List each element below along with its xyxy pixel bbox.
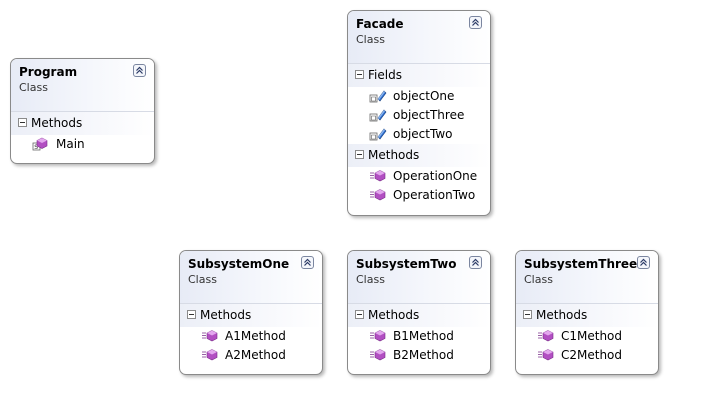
member-label: objectOne xyxy=(393,89,455,103)
member-label: objectTwo xyxy=(393,127,453,141)
member-operationone[interactable]: OperationOne xyxy=(348,167,490,186)
class-name: SubsystemThree xyxy=(524,257,638,271)
class-header: Program Class xyxy=(11,59,154,112)
member-label: B2Method xyxy=(393,348,454,362)
method-icon xyxy=(369,329,387,347)
class-program[interactable]: Program Class Methods S Main xyxy=(10,58,155,164)
member-a2method[interactable]: A2Method xyxy=(180,346,322,365)
method-icon xyxy=(537,329,555,347)
double-chevron-up-icon xyxy=(136,66,143,74)
collapse-class-button[interactable] xyxy=(301,256,314,269)
collapse-class-button[interactable] xyxy=(469,16,482,29)
section-label: Methods xyxy=(31,116,83,130)
method-icon xyxy=(201,348,219,366)
class-header: Facade Class xyxy=(348,11,490,64)
class-name: SubsystemTwo xyxy=(356,257,457,271)
section-label: Methods xyxy=(200,308,252,322)
member-objectthree[interactable]: objectThree xyxy=(348,106,490,125)
section-fields[interactable]: Fields xyxy=(348,64,490,87)
method-icon xyxy=(201,329,219,347)
collapse-class-button[interactable] xyxy=(469,256,482,269)
member-operationtwo[interactable]: OperationTwo xyxy=(348,186,490,205)
collapse-section-icon[interactable] xyxy=(355,70,364,79)
class-kind: Class xyxy=(188,273,217,286)
class-name: SubsystemOne xyxy=(188,257,290,271)
member-label: objectThree xyxy=(393,108,465,122)
section-methods[interactable]: Methods xyxy=(348,144,490,167)
class-kind: Class xyxy=(356,33,385,46)
collapse-class-button[interactable] xyxy=(133,64,146,77)
section-methods[interactable]: Methods xyxy=(348,304,490,327)
class-kind: Class xyxy=(356,273,385,286)
section-label: Methods xyxy=(536,308,588,322)
class-kind: Class xyxy=(524,273,553,286)
method-icon xyxy=(369,169,387,187)
section-methods[interactable]: Methods xyxy=(180,304,322,327)
member-label: C1Method xyxy=(561,329,623,343)
method-icon xyxy=(369,348,387,366)
class-name: Program xyxy=(19,65,78,79)
class-header: SubsystemThree Class xyxy=(516,251,658,304)
member-objectone[interactable]: objectOne xyxy=(348,87,490,106)
class-header: SubsystemTwo Class xyxy=(348,251,490,304)
member-label: A1Method xyxy=(225,329,286,343)
collapse-section-icon[interactable] xyxy=(18,118,27,127)
class-subsystemthree[interactable]: SubsystemThree Class Methods C1Method C2… xyxy=(515,250,659,375)
method-icon xyxy=(537,348,555,366)
section-label: Methods xyxy=(368,148,420,162)
collapse-section-icon[interactable] xyxy=(523,310,532,319)
class-name: Facade xyxy=(356,17,404,31)
collapse-section-icon[interactable] xyxy=(355,310,364,319)
collapse-section-icon[interactable] xyxy=(187,310,196,319)
collapse-section-icon[interactable] xyxy=(355,150,364,159)
double-chevron-up-icon xyxy=(472,18,479,26)
static-method-icon: S xyxy=(32,137,50,155)
member-label: A2Method xyxy=(225,348,286,362)
member-c2method[interactable]: C2Method xyxy=(516,346,658,365)
class-subsystemtwo[interactable]: SubsystemTwo Class Methods B1Method B2Me… xyxy=(347,250,491,375)
private-field-icon xyxy=(369,127,387,145)
section-methods[interactable]: Methods xyxy=(11,112,154,135)
class-header: SubsystemOne Class xyxy=(180,251,322,304)
double-chevron-up-icon xyxy=(304,258,311,266)
member-b2method[interactable]: B2Method xyxy=(348,346,490,365)
collapse-class-button[interactable] xyxy=(637,256,650,269)
section-label: Methods xyxy=(368,308,420,322)
section-label: Fields xyxy=(368,68,402,82)
double-chevron-up-icon xyxy=(640,258,647,266)
class-facade[interactable]: Facade Class Fields objectOne objectThre… xyxy=(347,10,491,216)
member-b1method[interactable]: B1Method xyxy=(348,327,490,346)
member-c1method[interactable]: C1Method xyxy=(516,327,658,346)
member-label: OperationTwo xyxy=(393,188,476,202)
member-label: C2Method xyxy=(561,348,623,362)
member-objecttwo[interactable]: objectTwo xyxy=(348,125,490,144)
private-field-icon xyxy=(369,108,387,126)
section-methods[interactable]: Methods xyxy=(516,304,658,327)
member-label: B1Method xyxy=(393,329,454,343)
class-kind: Class xyxy=(19,81,48,94)
member-a1method[interactable]: A1Method xyxy=(180,327,322,346)
method-icon xyxy=(369,188,387,206)
svg-text:S: S xyxy=(34,144,38,151)
private-field-icon xyxy=(369,89,387,107)
member-label: OperationOne xyxy=(393,169,478,183)
double-chevron-up-icon xyxy=(472,258,479,266)
member-label: Main xyxy=(56,137,85,151)
member-main[interactable]: S Main xyxy=(11,135,154,154)
class-subsystemone[interactable]: SubsystemOne Class Methods A1Method A2Me… xyxy=(179,250,323,375)
